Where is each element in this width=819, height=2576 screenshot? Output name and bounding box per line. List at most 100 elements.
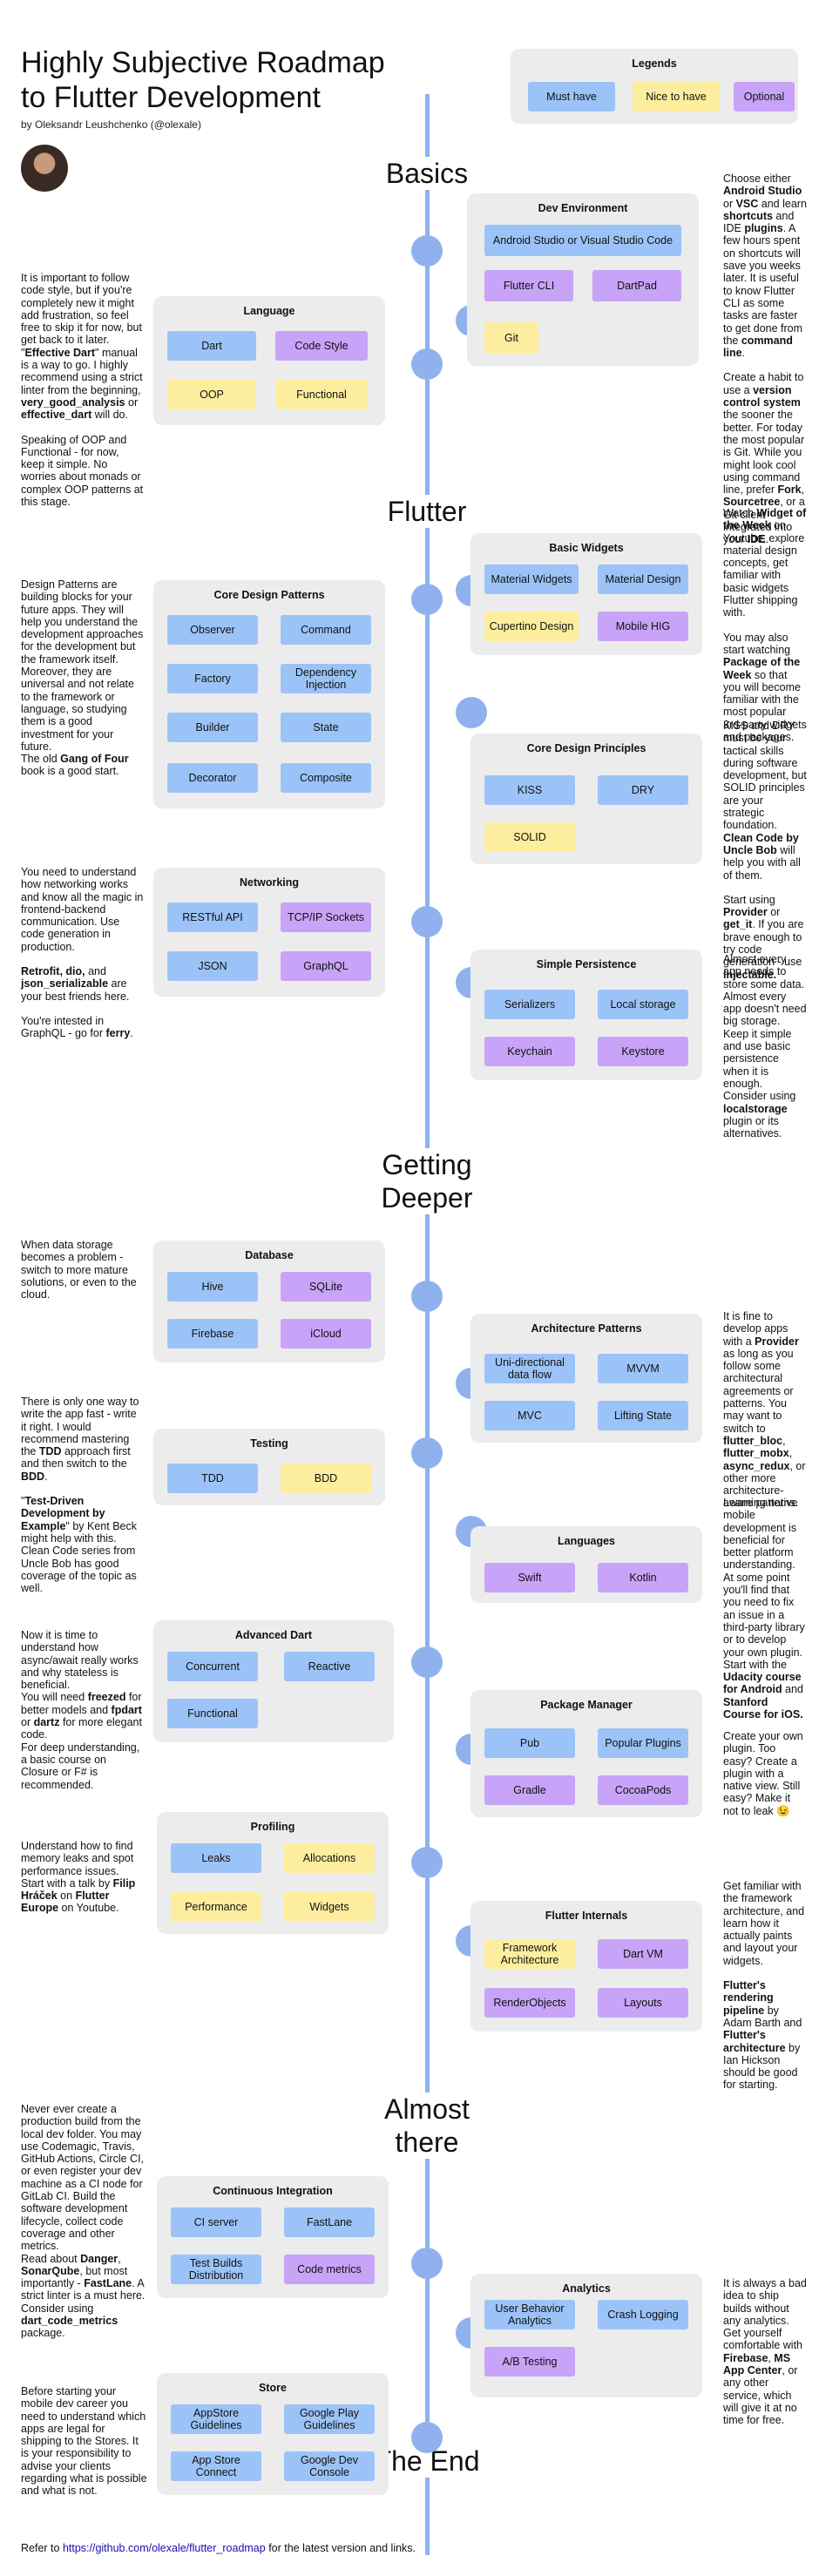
- chip-app-store-connect: App Store Connect: [171, 2451, 261, 2481]
- note-languages: Learning native mobile development is be…: [723, 1497, 805, 1721]
- chip-popular-plugins: Popular Plugins: [598, 1728, 688, 1758]
- chip-keystore: Keystore: [598, 1037, 688, 1066]
- card-simple-persistence: Simple Persistence Serializers Local sto…: [470, 950, 702, 1080]
- timeline-dot: [411, 906, 443, 937]
- chip-serializers: Serializers: [484, 990, 575, 1019]
- chip-tcp-ip-sockets: TCP/IP Sockets: [281, 903, 371, 932]
- card-database: Database Hive SQLite Firebase iCloud: [153, 1241, 385, 1362]
- chip-ci-server: CI server: [171, 2208, 261, 2237]
- timeline-dot: [411, 584, 443, 615]
- section-almost-there: Almost there: [357, 2093, 497, 2159]
- card-title: Testing: [250, 1437, 288, 1450]
- timeline-dot: [456, 697, 487, 728]
- card-title: Package Manager: [540, 1699, 633, 1711]
- chip-renderobjects: RenderObjects: [484, 1988, 575, 2018]
- chip-dartpad: DartPad: [592, 270, 681, 301]
- note-basic-widgets: Watch Widget of the Week on Youtube, exp…: [723, 507, 807, 744]
- chip-sqlite: SQLite: [281, 1272, 371, 1302]
- chip-cupertino-design: Cupertino Design: [484, 612, 579, 641]
- note-testing: There is only one way to write the app f…: [21, 1396, 139, 1595]
- card-networking: Networking RESTful API TCP/IP Sockets JS…: [153, 868, 385, 997]
- card-continuous-integration: Continuous Integration CI server FastLan…: [157, 2176, 389, 2298]
- chip-code-style: Code Style: [275, 331, 368, 361]
- note-networking: You need to understand how networking wo…: [21, 866, 144, 1040]
- chip-widgets: Widgets: [284, 1892, 375, 1922]
- timeline-dot: [411, 2422, 443, 2453]
- chip-mvvm: MVVM: [598, 1354, 688, 1383]
- chip-state: State: [281, 713, 371, 742]
- timeline-dot: [411, 235, 443, 267]
- note-profiling: Understand how to find memory leaks and …: [21, 1840, 136, 1915]
- note-advanced-dart: Now it is time to understand how async/a…: [21, 1629, 142, 1791]
- chip-reactive: Reactive: [284, 1652, 375, 1681]
- card-testing: Testing TDD BDD: [153, 1429, 385, 1505]
- timeline-dot: [411, 2248, 443, 2279]
- chip-performance: Performance: [171, 1892, 261, 1922]
- card-title: Basic Widgets: [549, 542, 624, 554]
- chip-functional-adv: Functional: [167, 1699, 258, 1728]
- chip-fastlane: FastLane: [284, 2208, 375, 2237]
- chip-decorator: Decorator: [167, 763, 258, 793]
- chip-pub: Pub: [484, 1728, 575, 1758]
- legend-nice-to-have: Nice to have: [633, 82, 720, 112]
- chip-leaks: Leaks: [171, 1843, 261, 1873]
- chip-json: JSON: [167, 951, 258, 981]
- card-title: Advanced Dart: [234, 1629, 313, 1641]
- note-store: Before starting your mobile dev career y…: [21, 2385, 147, 2498]
- card-core-design-principles: Core Design Principles KISS DRY SOLID: [470, 734, 702, 864]
- chip-firebase: Firebase: [167, 1319, 258, 1349]
- chip-allocations: Allocations: [284, 1843, 375, 1873]
- footer: Refer to https://github.com/olexale/flut…: [21, 2542, 416, 2554]
- chip-ide: Android Studio or Visual Studio Code: [484, 225, 681, 256]
- section-getting-deeper: Getting Deeper: [357, 1148, 497, 1214]
- chip-material-design: Material Design: [598, 565, 688, 594]
- card-analytics: Analytics User Behavior Analytics Crash …: [470, 2274, 702, 2397]
- timeline-line: [425, 94, 430, 2555]
- note-core-design-principles: KISS and DRY must be your tactical skill…: [723, 720, 807, 981]
- card-title: Profiling: [250, 1821, 295, 1833]
- chip-kotlin: Kotlin: [598, 1563, 688, 1592]
- note-dev-environment: Choose either Android Studio or VSC and …: [723, 172, 807, 546]
- chip-local-storage: Local storage: [598, 990, 688, 1019]
- note-flutter-internals: Get familiar with the framework architec…: [723, 1880, 805, 2092]
- chip-oop: OOP: [167, 380, 256, 409]
- chip-functional: Functional: [275, 380, 368, 409]
- timeline-dot: [411, 348, 443, 380]
- card-flutter-internals: Flutter Internals Framework Architecture…: [470, 1901, 702, 2032]
- chip-restful-api: RESTful API: [167, 903, 258, 932]
- note-simple-persistence: Almost every app needs to store some dat…: [723, 953, 807, 1140]
- card-title: Flutter Internals: [545, 1910, 628, 1922]
- chip-dry: DRY: [598, 775, 688, 805]
- timeline-dot: [411, 1437, 443, 1469]
- timeline-dot: [411, 1847, 443, 1878]
- chip-tdd: TDD: [167, 1464, 258, 1493]
- chip-code-metrics: Code metrics: [284, 2255, 375, 2284]
- chip-dart: Dart: [167, 331, 256, 361]
- timeline-dot: [411, 1281, 443, 1312]
- chip-swift: Swift: [484, 1563, 575, 1592]
- chip-user-behavior-analytics: User Behavior Analytics: [484, 2300, 575, 2329]
- chip-google-play-guidelines: Google Play Guidelines: [284, 2404, 375, 2434]
- card-title: Analytics: [562, 2282, 611, 2295]
- chip-factory: Factory: [167, 664, 258, 693]
- card-languages: Languages Swift Kotlin: [470, 1526, 702, 1603]
- github-link[interactable]: https://github.com/olexale/flutter_roadm…: [62, 2542, 266, 2554]
- chip-kiss: KISS: [484, 775, 575, 805]
- chip-google-dev-console: Google Dev Console: [284, 2451, 375, 2481]
- chip-cocoapods: CocoaPods: [598, 1775, 688, 1805]
- chip-graphql: GraphQL: [281, 951, 371, 981]
- note-package-manager: Create your own plugin. Too easy? Create…: [723, 1730, 803, 1817]
- chip-unidirectional-data-flow: Uni-directional data flow: [484, 1354, 575, 1383]
- card-title: Networking: [239, 876, 300, 889]
- note-language: It is important to follow code style, bu…: [21, 272, 144, 509]
- chip-test-builds-distribution: Test Builds Distribution: [171, 2255, 261, 2284]
- chip-icloud: iCloud: [281, 1319, 371, 1349]
- note-architecture-patterns: It is fine to develop apps with a Provid…: [723, 1310, 806, 1510]
- chip-gradle: Gradle: [484, 1775, 575, 1805]
- chip-ab-testing: A/B Testing: [484, 2347, 575, 2377]
- chip-mobile-hig: Mobile HIG: [598, 612, 688, 641]
- note-database: When data storage becomes a problem - sw…: [21, 1239, 137, 1302]
- author-line: by Oleksandr Leushchenko (@olexale): [21, 118, 201, 131]
- card-package-manager: Package Manager Pub Popular Plugins Grad…: [470, 1690, 702, 1817]
- legend-optional: Optional: [734, 82, 795, 112]
